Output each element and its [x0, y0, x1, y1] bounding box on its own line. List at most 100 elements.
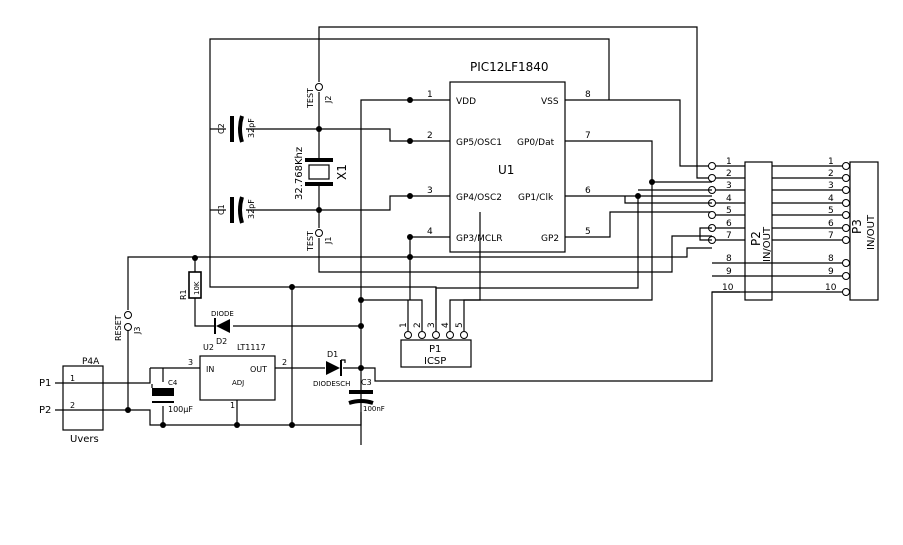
p2-pin-number: 10: [722, 283, 734, 293]
icsp-pin-number: 2: [413, 322, 423, 328]
p3-pin-number: 10: [825, 283, 837, 293]
u1-part-name: PIC12LF1840: [470, 60, 549, 74]
u2-adj-label: ADJ: [232, 379, 244, 387]
c4-ref: C4: [168, 379, 178, 387]
regulator-u2: U2 LT1117 IN OUT ADJ 3 2 1: [188, 343, 287, 410]
icsp-pin-number: 4: [441, 322, 451, 328]
junction-dot: [407, 193, 413, 199]
test-pad-j1: TEST J1: [306, 229, 333, 252]
icsp-pin: [432, 331, 440, 339]
u1-pin-label: VDD: [456, 97, 476, 107]
p4-net-label: P1: [39, 378, 51, 389]
test-pad-j2: TEST J2: [306, 83, 333, 109]
p4-pin-number: 1: [70, 374, 75, 383]
p2-pins: [624, 162, 745, 244]
connector-p2: P2 IN/OUT 1 2 3 4 5 6 7 8 9 10: [624, 157, 773, 301]
c3-value: 100nF: [363, 405, 385, 413]
p3-pin-number: 3: [828, 181, 834, 191]
c2-ref: C2: [217, 123, 226, 134]
p3-pin-circle: [842, 199, 850, 207]
diode-d1: D1 DIODESCH: [313, 350, 350, 388]
u2-pin-number: 2: [282, 358, 287, 367]
c3-ref: C3: [361, 378, 372, 387]
junction-dot: [635, 193, 641, 199]
u1-pin-number: 3: [427, 186, 433, 196]
p2-pin-number: 1: [726, 157, 732, 167]
u1-pin-number: 8: [585, 90, 591, 100]
p3-pin-number: 6: [828, 219, 834, 229]
icsp-pin: [404, 331, 412, 339]
r1-value: 10K: [193, 281, 201, 295]
junction-dot: [160, 422, 166, 428]
junction-dot: [358, 297, 364, 303]
p4-ref: P4A: [82, 357, 100, 367]
junction-dot: [234, 422, 240, 428]
d1-name: DIODESCH: [313, 380, 350, 388]
u1-pin-label: GP2: [541, 234, 559, 244]
u1-pin-label: VSS: [541, 97, 559, 107]
capacitor-c1: C1 32pF: [217, 196, 256, 224]
d2-ref: D2: [216, 337, 227, 346]
d2-name: DIODE: [211, 310, 234, 318]
icsp-pin: [418, 331, 426, 339]
p2-name: IN/OUT: [762, 226, 773, 262]
crystal-ref: X1: [335, 164, 349, 180]
p1-ref: P1: [429, 344, 441, 355]
u1-pin-number: 2: [427, 131, 433, 141]
u2-ref: U2: [203, 343, 214, 352]
p4-pin-number: 2: [70, 401, 75, 410]
u1-microcontroller: PIC12LF1840 U1 VDD GP5/OSC1 GP4/OSC2 GP3…: [427, 60, 591, 253]
junction-dot: [192, 255, 198, 261]
p3-pin-number: 4: [828, 194, 834, 204]
u1-pin-number: 5: [585, 227, 591, 237]
p3-pin-circle: [842, 272, 850, 280]
u1-ref: U1: [498, 163, 514, 177]
junction-dot: [125, 407, 131, 413]
p1-name: ICSP: [424, 356, 446, 367]
test-pad-circle: [315, 83, 323, 91]
j2-ref: J2: [324, 96, 333, 104]
u1-pin-label: GP0/Dat: [517, 138, 555, 148]
junction-dot: [649, 179, 655, 185]
p3-pin-circle: [842, 186, 850, 194]
u1-pin-number: 7: [585, 131, 591, 141]
u1-pin-number: 4: [427, 227, 433, 237]
junction-dot: [407, 254, 413, 260]
u1-pin-label: GP4/OSC2: [456, 193, 502, 203]
j2-name: TEST: [306, 88, 315, 109]
j1-name: TEST: [306, 231, 315, 252]
u1-pin-label: GP1/Clk: [518, 193, 554, 203]
capacitor-c2: C2 32pF: [217, 115, 256, 143]
junction-dot: [358, 323, 364, 329]
p3-pin-circle: [842, 174, 850, 182]
icsp-pin-number: 3: [427, 322, 437, 328]
p2-pin-circle: [708, 211, 716, 219]
p3-pin-number: 1: [828, 157, 834, 167]
junction-dot: [316, 207, 322, 213]
capacitor-c4: C4 100µF: [151, 379, 193, 414]
u2-out-label: OUT: [250, 365, 267, 374]
junction-dot: [358, 365, 364, 371]
p3-name: IN/OUT: [866, 214, 877, 250]
p2-pin-number: 2: [726, 169, 732, 179]
p2-pin-circle: [708, 174, 716, 182]
p4-name: Uvers: [70, 434, 99, 445]
u2-part-name: LT1117: [237, 343, 266, 352]
junction-dot: [407, 234, 413, 240]
p3-pin-circle: [842, 259, 850, 267]
c1-ref: C1: [217, 204, 226, 215]
u2-pin-number: 1: [230, 401, 235, 410]
icsp-pin: [446, 331, 454, 339]
p2-pin-number: 6: [726, 219, 732, 229]
p2-pin-number: 4: [726, 194, 732, 204]
j1-ref: J1: [324, 237, 333, 245]
p4-net-label: P2: [39, 405, 51, 416]
p3-pin-circle: [842, 236, 850, 244]
u1-pin-label: GP3/MCLR: [456, 234, 502, 244]
junction-dot: [407, 97, 413, 103]
p3-pin-circle: [842, 162, 850, 170]
p3-ref: P3: [850, 219, 864, 234]
junctions: [125, 97, 655, 428]
p3-pin-number: 2: [828, 169, 834, 179]
